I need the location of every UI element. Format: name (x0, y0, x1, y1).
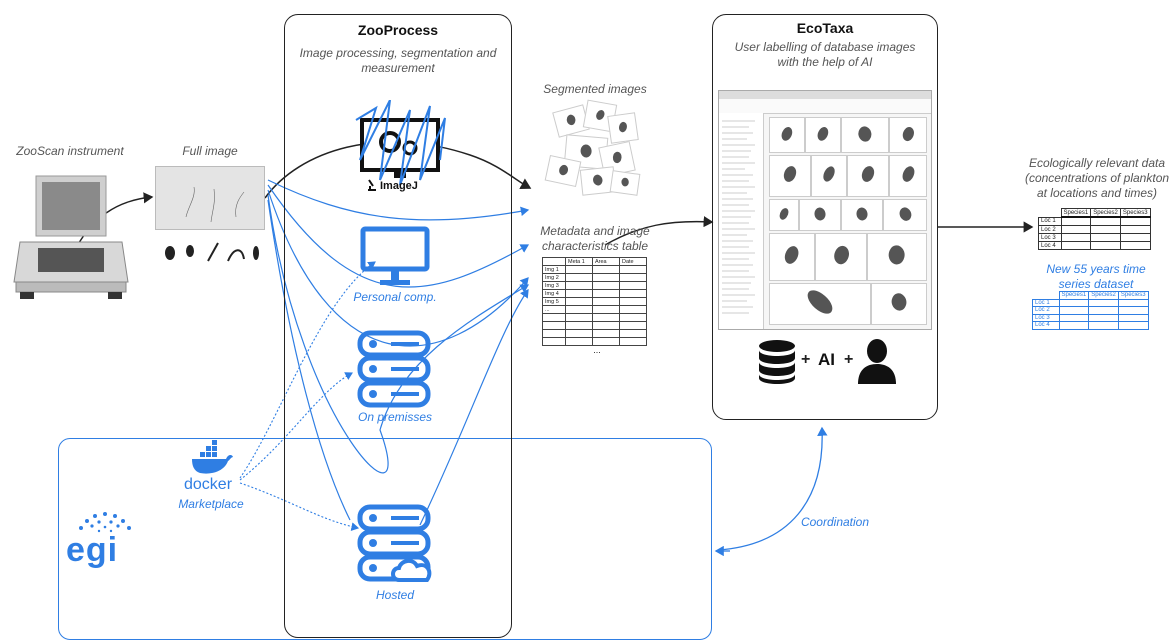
ecotaxa-screenshot (718, 90, 932, 330)
database-icon (757, 340, 797, 384)
table-row: Loc 3 (1038, 233, 1151, 242)
plus-sign: + (844, 351, 854, 368)
table-row (542, 313, 647, 322)
row-label: Img 4 (542, 289, 566, 298)
new-dataset-header-cell: Species2 (1088, 291, 1119, 300)
table-row: Loc 4 (1032, 321, 1149, 330)
result-header-cell: Species1 (1060, 208, 1092, 218)
segmented-images-stack (544, 98, 645, 198)
row-label: Img 1 (542, 265, 566, 274)
table-row: Img 3 (542, 281, 647, 290)
ai-label: AI (818, 350, 835, 369)
result-table: Species1 Species2 Species3 Loc 1 Loc 2 L… (1038, 208, 1151, 250)
row-label: Loc 4 (1038, 241, 1062, 250)
table-row: Img 4 (542, 289, 647, 298)
metadata-header-cell: Date (619, 257, 647, 266)
full-image-label: Full image (182, 144, 238, 158)
segmented-images-label: Segmented images (543, 82, 647, 96)
row-label: Loc 1 (1038, 216, 1062, 226)
metadata-header-cell: Area (592, 257, 620, 266)
specimen-strip (160, 237, 265, 267)
docker-wordmark: docker (184, 476, 233, 493)
table-row: Loc 1 (1032, 298, 1149, 307)
new-dataset-table: Species1 Species2 Species3 Loc 1 Loc 2 L… (1032, 291, 1149, 330)
hosted-label: Hosted (375, 588, 415, 602)
table-row: Img 5 (542, 297, 647, 306)
result-header-cell: Species3 (1119, 208, 1151, 218)
egi-logo: egi (62, 505, 148, 575)
row-label: Loc 3 (1032, 313, 1060, 322)
metadata-label: Metadata and image characteristics table (540, 224, 650, 253)
zooprocess-panel (284, 14, 512, 638)
row-label: Img 5 (542, 297, 566, 306)
new-dataset-header-cell: Species3 (1117, 291, 1149, 300)
zooprocess-title: ZooProcess (357, 22, 439, 38)
imagej-microscope-icon (364, 178, 378, 192)
table-row (542, 337, 647, 346)
on-premisses-label: On premisses (357, 410, 433, 424)
row-label: Img 3 (542, 281, 566, 290)
new-dataset-header-cell: Species1 (1058, 291, 1090, 300)
metadata-ellipsis: ... (593, 345, 601, 355)
row-label: Img 2 (542, 273, 566, 282)
new-dataset-header-row: Species1 Species2 Species3 (1032, 291, 1149, 300)
zooscan-instrument-image (10, 170, 132, 300)
table-row (542, 321, 647, 330)
hosted-cloud-server-icon (357, 504, 439, 584)
ecotaxa-title: EcoTaxa (796, 20, 854, 36)
result-label: Ecologically relevant data (concentratio… (1024, 156, 1170, 200)
imagej-label: ImageJ (380, 180, 418, 192)
coordination-label: Coordination (800, 515, 870, 529)
result-header-cell (1038, 208, 1062, 218)
egi-wordmark: egi (66, 531, 119, 569)
zooprocess-subtitle: Image processing, segmentation and measu… (299, 46, 497, 75)
table-row: Loc 3 (1032, 313, 1149, 322)
metadata-table: Meta 1 Area Date Img 1 Img 2 Img 3 Img 4… (542, 257, 652, 355)
full-scan-image (155, 166, 265, 230)
row-label: Loc 2 (1032, 306, 1060, 315)
table-row: Loc 2 (1032, 306, 1149, 315)
table-row: Loc 4 (1038, 241, 1151, 250)
ecotaxa-panel (712, 14, 938, 420)
personal-comp-label: Personal comp. (353, 290, 437, 304)
row-label: ... (542, 305, 566, 314)
table-row: Loc 2 (1038, 225, 1151, 234)
result-header-row: Species1 Species2 Species3 (1038, 208, 1151, 218)
ecotaxa-subtitle: User labelling of database images with t… (734, 40, 916, 69)
server-stack-icon (357, 330, 431, 408)
row-label: Loc 1 (1032, 298, 1060, 307)
result-header-cell: Species2 (1090, 208, 1121, 218)
table-row: Loc 1 (1038, 216, 1151, 226)
new-dataset-label: New 55 years time series dataset (1046, 262, 1146, 291)
table-row: ... (542, 305, 647, 314)
row-label: Loc 4 (1032, 321, 1060, 330)
marketplace-label: Marketplace (178, 497, 244, 511)
person-icon (858, 338, 896, 384)
table-row: Img 1 (542, 265, 647, 274)
metadata-header-cell (542, 257, 566, 266)
plus-sign: + (801, 351, 811, 368)
docker-whale-icon (190, 440, 234, 476)
row-label: Loc 3 (1038, 233, 1062, 242)
metadata-header-cell: Meta 1 (565, 257, 593, 266)
personal-computer-icon (360, 226, 430, 288)
instrument-label: ZooScan instrument (16, 144, 124, 158)
row-label: Loc 2 (1038, 225, 1062, 234)
imagej-monitor-icon (350, 99, 450, 195)
egi-dots-icon (79, 512, 131, 533)
new-dataset-header-cell (1032, 291, 1060, 300)
table-row: Img 2 (542, 273, 647, 282)
table-row (542, 329, 647, 338)
metadata-header-row: Meta 1 Area Date (542, 257, 647, 266)
